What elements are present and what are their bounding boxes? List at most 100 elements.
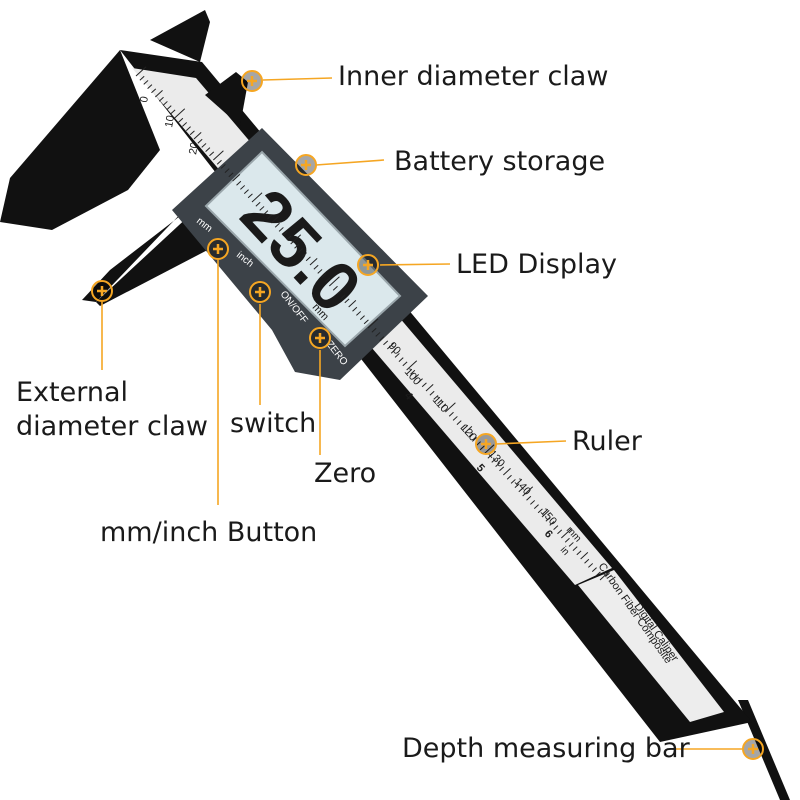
- marker-external-claw-plus-circle-icon: [91, 280, 113, 302]
- marker-battery-plus-circle-icon: [295, 154, 317, 176]
- ruler-ticks: [135, 66, 611, 581]
- ruler-tick: [247, 193, 253, 199]
- ruler-tick: [383, 340, 389, 346]
- ruler-tick: [332, 285, 338, 291]
- ruler-tick: [166, 105, 172, 110]
- ruler-tick: [472, 437, 478, 442]
- ruler-tick: [599, 570, 611, 581]
- marker-zero-plus-circle-icon: [309, 327, 331, 349]
- ruler-tick: [410, 369, 416, 375]
- ruler-tick: [491, 458, 497, 463]
- ruler-tick: [572, 546, 578, 551]
- ruler-tick: [178, 117, 184, 123]
- ruler-tick: [154, 90, 163, 98]
- marker-switch-plus-circle-icon: [249, 281, 271, 303]
- ruler-tick: [584, 558, 590, 564]
- ruler-tick: [526, 495, 532, 501]
- label-ruler: Ruler: [572, 426, 642, 457]
- ruler-tick: [560, 528, 572, 539]
- ruler-tick: [182, 122, 188, 127]
- inner-claw-fixed: [150, 10, 210, 62]
- ruler-tick: [174, 108, 186, 119]
- ruler-tick: [433, 395, 439, 400]
- ruler-lower-face: [578, 570, 724, 722]
- ruler-tick: [359, 315, 365, 320]
- marker-ruler-plus-circle-icon: [475, 433, 497, 455]
- label-mm-inch-button: mm/inch Button: [100, 517, 318, 548]
- ruler-tick: [406, 360, 418, 371]
- ruler-tick: [564, 537, 570, 543]
- ruler-tick: [441, 403, 447, 409]
- ruler-tick: [394, 353, 400, 358]
- ruler-tick: [340, 294, 346, 299]
- ruler-tick: [135, 66, 147, 77]
- ruler-tick: [417, 378, 423, 383]
- ruler-tick: [456, 420, 462, 425]
- ruler-tick: [243, 189, 249, 194]
- ruler-tick: [537, 508, 543, 514]
- ruler-tick: [414, 374, 420, 379]
- ruler-tick: [328, 276, 340, 287]
- ruler-tick: [402, 361, 408, 367]
- ruler-tick: [522, 486, 534, 497]
- marker-led-display-plus-circle-icon: [357, 254, 379, 276]
- ruler-tick: [541, 510, 550, 518]
- ruler-tick: [425, 384, 434, 392]
- ruler-tick: [274, 222, 280, 228]
- ruler-tick: [162, 101, 168, 106]
- ruler-tick: [344, 298, 350, 304]
- ruler-tick: [205, 147, 211, 152]
- ruler-tick: [595, 571, 601, 577]
- ruler-tick: [448, 411, 454, 417]
- ruler-tick: [348, 300, 357, 308]
- ruler-tick: [421, 382, 427, 388]
- label-switch: switch: [230, 408, 317, 439]
- ruler-tick: [305, 256, 311, 262]
- ruler-tick: [216, 159, 222, 165]
- ruler-tick: [483, 444, 495, 455]
- ruler-tick: [487, 453, 493, 459]
- ruler-tick: [336, 290, 342, 295]
- ruler-tick: [158, 96, 164, 102]
- ruler-tick: [232, 174, 241, 182]
- ruler-tick: [193, 132, 202, 140]
- inner-claw-sliding: [205, 72, 248, 126]
- ruler-tick: [502, 468, 511, 476]
- ruler-tick: [170, 109, 176, 115]
- ruler-tick: [185, 126, 191, 131]
- ruler-tick: [390, 348, 396, 354]
- label-depth-measuring-bar: Depth measuring bar: [402, 733, 690, 764]
- scale-top-10: 10: [163, 114, 177, 128]
- ruler-tick: [220, 164, 226, 169]
- ruler-tick: [259, 206, 265, 211]
- ruler-tick: [263, 210, 269, 215]
- ruler-tick: [533, 504, 539, 509]
- ruler-tick: [495, 462, 501, 467]
- ruler-tick: [510, 479, 516, 484]
- ruler-tick: [151, 88, 157, 94]
- ruler-tick: [301, 252, 307, 257]
- ruler-tick: [580, 552, 589, 560]
- ruler-tick: [147, 84, 153, 89]
- ruler-tick: [379, 336, 385, 341]
- ruler-tick: [236, 180, 242, 186]
- display-screen: [204, 150, 402, 348]
- ruler-tick: [321, 273, 327, 278]
- ruler-tick: [553, 525, 559, 530]
- ruler-tick: [294, 243, 300, 249]
- label-led-display: LED Display: [456, 249, 617, 280]
- ruler-tick: [298, 248, 304, 253]
- ruler-tick: [375, 332, 381, 337]
- ruler-tick: [325, 277, 331, 283]
- marker-inner-claw-plus-circle-icon: [241, 70, 263, 92]
- ruler-tick: [309, 258, 318, 266]
- ruler-tick: [444, 402, 456, 413]
- ruler-tick: [143, 80, 149, 85]
- ruler-tick: [549, 521, 555, 526]
- external-claw-fixed: [0, 50, 160, 230]
- ruler-tick: [452, 416, 458, 421]
- ruler-tick: [240, 185, 246, 190]
- ruler-tick: [514, 483, 520, 488]
